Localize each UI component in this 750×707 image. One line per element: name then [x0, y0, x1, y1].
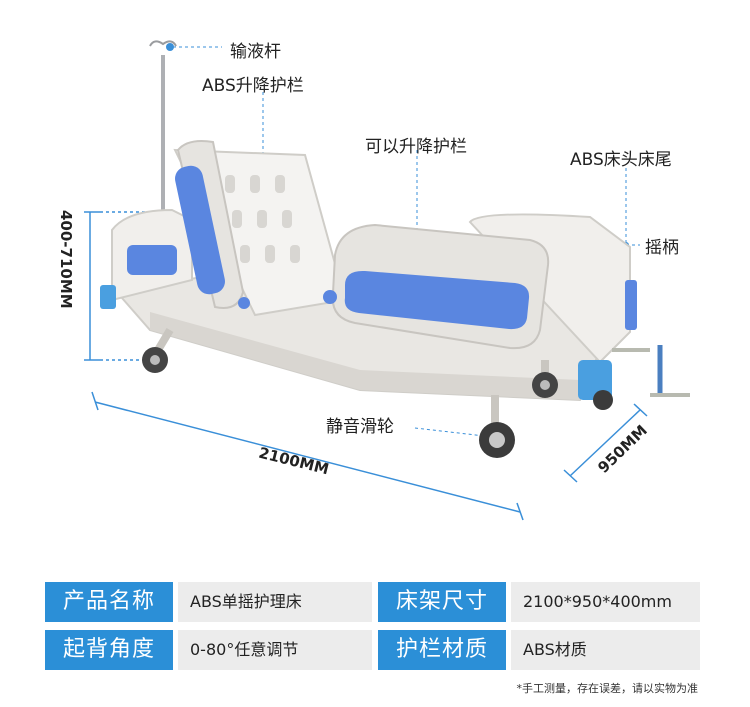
dimension-lines	[84, 211, 648, 521]
abs-side-rail-head	[175, 140, 250, 309]
label-iv-pole: 输液杆	[230, 42, 281, 62]
label-crank: 摇柄	[645, 238, 679, 258]
dimension-height: 400-710MM	[57, 210, 75, 309]
spec-key: 起背角度	[45, 630, 173, 670]
spec-key: 床架尺寸	[378, 582, 506, 622]
spec-row: 产品名称 ABS单摇护理床 床架尺寸 2100*950*400mm	[45, 582, 700, 622]
abs-side-rail-foot	[323, 223, 550, 350]
measurement-note: *手工测量，存在误差，请以实物为准	[516, 682, 699, 695]
spec-key: 护栏材质	[378, 630, 506, 670]
spec-value: ABS单摇护理床	[178, 582, 372, 622]
crank-handle	[612, 345, 690, 397]
spec-row: 起背角度 0-80°任意调节 护栏材质 ABS材质	[45, 630, 700, 670]
spec-value: 0-80°任意调节	[178, 630, 372, 670]
label-casters: 静音滑轮	[326, 417, 394, 437]
label-abs-rail: ABS升降护栏	[202, 76, 304, 96]
spec-value: 2100*950*400mm	[511, 582, 700, 622]
caster-wheels	[142, 347, 613, 458]
spec-value: ABS材质	[511, 630, 700, 670]
bed-drawing	[84, 40, 690, 521]
label-head-foot-board: ABS床头床尾	[570, 150, 672, 170]
label-side-rail: 可以升降护栏	[365, 137, 467, 157]
spec-key: 产品名称	[45, 582, 173, 622]
